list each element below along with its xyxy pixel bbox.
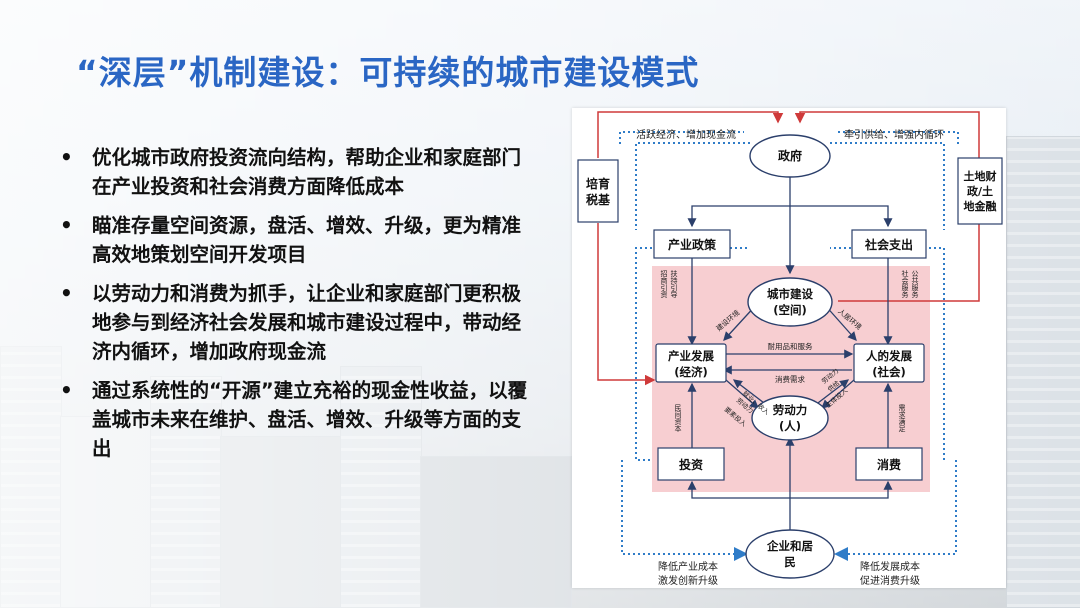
node-social-spending: 社会支出 [851,229,927,259]
svg-text:地金融: 地金融 [964,199,997,213]
node-industry-development: 产业发展 (经济) [655,343,727,383]
bullet-icon: • [60,213,73,237]
bullet-item: •通过系统性的“开源”建立充裕的现金性收益，以覆盖城市未来在维护、盘活、增效、升… [60,378,528,460]
node-urban-construction: 城市建设 (空间) [747,277,833,327]
red-flow-lines [597,111,980,386]
bullet-icon: • [60,281,73,305]
svg-text:(空间): (空间) [773,303,807,317]
mechanism-diagram: 政府 培育 税基 土地财 政/土 地金融 产业政策 社会支出 城市建设 (空间)… [577,111,1003,587]
blue-flow-lines [619,131,959,561]
svg-text:政/土: 政/土 [967,184,993,198]
svg-text:产业发展: 产业发展 [668,349,714,363]
bullet-icon: • [60,145,73,169]
diagram-panel: 政府 培育 税基 土地财 政/土 地金融 产业政策 社会支出 城市建设 (空间)… [572,108,1006,588]
node-consumption: 消费 [855,447,923,481]
svg-text:民: 民 [784,555,796,569]
edge-label: 民间资本 [674,404,682,433]
svg-text:劳动力: 劳动力 [773,403,808,417]
dark-flow-lines [687,170,893,538]
svg-text:社会支出: 社会支出 [864,237,913,252]
svg-text:投资: 投资 [679,457,703,472]
slide-title: “深层”机制建设：可持续的城市建设模式 [76,53,700,92]
edge-label: 耐用品和服务 [768,341,813,351]
node-human-development: 人的发展 (社会) [853,343,925,383]
node-investment: 投资 [657,447,725,481]
svg-text:产业政策: 产业政策 [668,237,717,252]
svg-text:(经济): (经济) [674,365,708,379]
edge-label: 降低发展成本 [860,560,920,573]
svg-text:(人): (人) [779,419,801,433]
edge-label: 消费需求 [775,374,805,384]
node-labor: 劳动力 (人) [751,395,829,441]
svg-text:消费: 消费 [877,457,901,472]
edge-label: 需求满足 [898,404,906,433]
edge-label: 活跃经济、增加现金流 [636,128,736,141]
bullet-item: •优化城市政府投资流向结构，帮助企业和家庭部门在产业投资和社会消费方面降低成本 [60,145,522,198]
svg-text:土地财: 土地财 [964,169,997,183]
svg-text:税基: 税基 [586,192,611,207]
bullet-list: •优化城市政府投资流向结构，帮助企业和家庭部门在产业投资和社会消费方面降低成本 … [58,143,538,473]
svg-text:政府: 政府 [778,148,802,163]
bullet-item: •瞄准存量空间资源，盘活、增效、升级，更为精准高效地策划空间开发项目 [60,213,522,266]
node-tax-base: 培育 税基 [577,159,619,223]
edge-label: 招商引资 [660,269,668,299]
svg-text:培育: 培育 [586,176,610,191]
edge-label: 公共服务 [911,270,919,299]
node-government: 政府 [749,134,831,178]
svg-text:城市建设: 城市建设 [767,287,813,301]
node-land-finance: 土地财 政/土 地金融 [957,157,1003,225]
edge-label: 促进消费升级 [860,574,920,587]
bullet-item: •以劳动力和消费为抓手，让企业和家庭部门更积极地参与到经济社会发展和城市建设过程… [60,281,522,363]
svg-text:人的发展: 人的发展 [866,349,912,363]
svg-text:(社会): (社会) [872,365,906,379]
svg-text:企业和居: 企业和居 [766,539,813,553]
edge-label: 激发创新升级 [658,574,718,587]
edge-label: 扶持引导 [670,269,678,298]
edge-label: 社会服务 [901,269,909,299]
edge-label: 牵引供给、增强内循环 [844,128,944,141]
node-industrial-policy: 产业政策 [653,229,731,259]
edge-label: 降低产业成本 [658,560,718,573]
node-enterprises-households: 企业和居 民 [745,529,835,579]
bullet-icon: • [60,378,73,402]
